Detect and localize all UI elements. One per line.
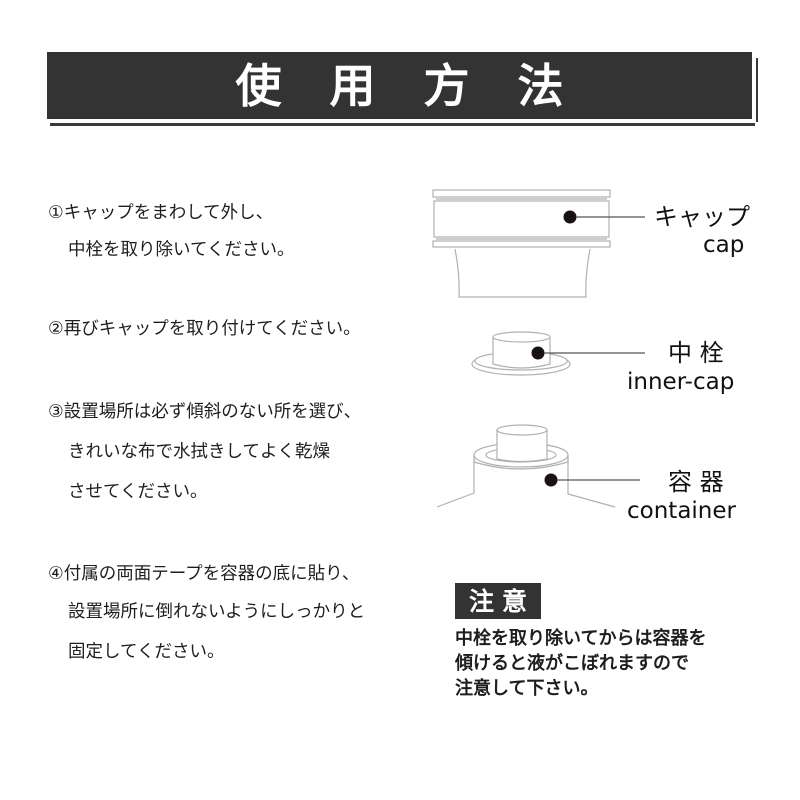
cap-marker-icon (563, 210, 577, 224)
caution-line-1: 中栓を取り除いてからは容器を (455, 628, 707, 649)
cap-label-jp: キャップ (654, 203, 750, 231)
step-3-line-3: させてください。 (68, 482, 208, 502)
cap-label-en: cap (703, 232, 745, 258)
container-label-jp: 容 器 (668, 468, 724, 496)
step-3-line-2: きれいな布で水拭きしてよく乾燥 (68, 442, 330, 462)
inner-cap-marker-icon (531, 346, 545, 360)
caution-line-2: 傾けると液がこぼれますので (455, 653, 689, 674)
step-1-line-1: ①キャップをまわして外し、 (48, 203, 274, 223)
cap-illustration-icon (432, 189, 611, 298)
step-2-line-1: ②再びキャップを取り付けてください。 (48, 319, 361, 339)
caution-line-3: 注意して下さい。 (455, 678, 599, 699)
header-underline (50, 123, 755, 126)
inner-cap-illustration-icon (471, 331, 571, 376)
header-side-line (756, 58, 758, 122)
step-1-line-2: 中栓を取り除いてください。 (68, 240, 295, 260)
caution-badge: 注意 (455, 583, 541, 619)
container-illustration-icon (436, 424, 616, 508)
step-4-line-3: 固定してください。 (68, 642, 225, 662)
step-3-line-1: ③設置場所は必ず傾斜のない所を選び、 (48, 402, 362, 422)
container-marker-icon (544, 473, 558, 487)
step-4-line-2: 設置場所に倒れないようにしっかりと (68, 602, 366, 622)
caution-badge-label: 注意 (468, 586, 535, 616)
header-bar: 使用方法 (47, 52, 752, 119)
container-label-en: container (627, 498, 736, 524)
inner-cap-label-en: inner-cap (627, 369, 735, 395)
step-4-line-1: ④付属の両面テープを容器の底に貼り、 (48, 564, 360, 584)
inner-cap-label-jp: 中 栓 (668, 339, 724, 367)
page-title: 使用方法 (235, 58, 612, 113)
